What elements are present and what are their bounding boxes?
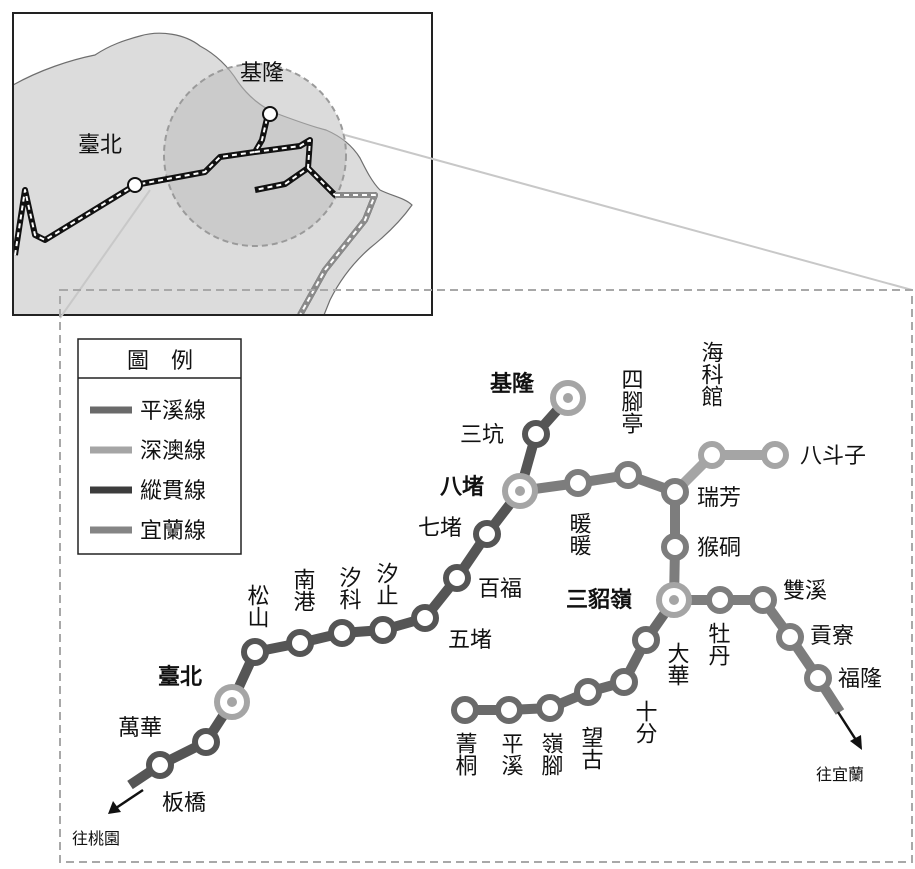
legend-item-pingxi: 平溪線 — [140, 399, 206, 424]
station-nangang — [286, 629, 314, 657]
label-wanhua: 萬華 — [118, 716, 162, 741]
pingxi-line — [465, 597, 679, 715]
label-lingjiao: 嶺腳 — [538, 732, 564, 776]
station-badu — [502, 473, 538, 509]
label-banqiao: 板橋 — [162, 791, 206, 816]
inset-taipei-label: 臺北 — [78, 133, 122, 158]
label-sijiaoting: 四腳亭 — [618, 368, 644, 434]
station-wanggu — [574, 678, 602, 706]
station-shifen — [610, 668, 638, 696]
station-lingjiao — [536, 694, 564, 722]
label-wudu: 五堵 — [448, 628, 492, 653]
station-songshan — [241, 638, 269, 666]
label-qidu: 七堵 — [418, 516, 462, 541]
label-to-yilan: 往宜蘭 — [816, 765, 864, 784]
station-badouzi — [761, 441, 789, 469]
label-keelung: 基隆 — [490, 372, 535, 397]
stations-pingxi — [451, 626, 660, 724]
station-sandiaoling — [656, 582, 692, 618]
label-fulong: 福隆 — [838, 667, 882, 692]
label-pingxi: 平溪 — [498, 732, 524, 776]
station-wanhua — [192, 728, 220, 756]
stations-yilan — [564, 461, 832, 692]
station-dahua — [632, 626, 660, 654]
label-xizhi: 汐止 — [373, 562, 399, 606]
station-haikeguan — [698, 441, 726, 469]
station-fulong — [804, 664, 832, 692]
major-stations — [214, 380, 692, 720]
label-taipei: 臺北 — [158, 665, 202, 690]
label-houtong: 猴硐 — [697, 536, 741, 561]
label-shifen: 十分 — [632, 700, 658, 744]
station-taipei — [214, 684, 250, 720]
station-labels: 基隆 三坑 八堵 七堵 百福 五堵 汐止 汐科 南港 松山 臺北 萬華 板橋 暖… — [72, 341, 882, 848]
station-pingxi — [495, 696, 523, 724]
station-ruifang — [661, 478, 689, 506]
legend-title: 圖 例 — [127, 349, 193, 374]
label-baifu: 百福 — [478, 577, 522, 602]
station-jingtong — [451, 696, 479, 724]
inset-keelung-label: 基隆 — [240, 61, 284, 86]
stations-shenao — [698, 441, 789, 469]
station-houtong — [661, 533, 689, 561]
label-xike: 汐科 — [336, 566, 362, 610]
direction-arrows — [108, 711, 862, 814]
main-map-frame — [59, 289, 913, 863]
stations — [146, 420, 550, 779]
label-nuannuan: 暖暖 — [566, 512, 591, 556]
taipei-city-dot — [127, 177, 143, 193]
label-mudan: 牡丹 — [705, 622, 731, 666]
station-gongliao — [776, 623, 804, 651]
zoom-connectors — [59, 134, 913, 319]
station-xike — [328, 619, 356, 647]
legend-item-shenao: 深澳線 — [140, 439, 206, 464]
label-wanggu: 望古 — [578, 726, 603, 770]
station-shuangxi — [749, 586, 777, 614]
station-keelung — [550, 380, 586, 416]
station-wudu — [411, 604, 439, 632]
station-banqiao — [146, 751, 174, 779]
label-dahua: 大華 — [664, 642, 690, 686]
station-sijiaoting — [614, 461, 642, 489]
label-jingtong: 菁桐 — [452, 732, 478, 776]
station-qidu — [473, 520, 501, 548]
label-sankeng: 三坑 — [460, 423, 504, 448]
label-haikeguan: 海科館 — [698, 341, 724, 407]
legend: 圖 例 平溪線 深澳線 縱貫線 宜蘭線 — [77, 338, 242, 555]
label-nangang: 南港 — [290, 568, 316, 612]
station-sankeng — [522, 420, 550, 448]
station-nuannuan — [564, 469, 592, 497]
inset-map: 臺北 基隆 — [12, 12, 433, 316]
keelung-city-dot — [262, 106, 278, 122]
legend-item-zongguan: 縱貫線 — [140, 479, 206, 504]
label-songshan: 松山 — [244, 584, 270, 628]
legend-item-yilan: 宜蘭線 — [140, 519, 206, 544]
label-sandiaoling: 三貂嶺 — [566, 588, 632, 613]
station-baifu — [443, 564, 471, 592]
label-badouzi: 八斗子 — [800, 444, 866, 469]
station-xizhi — [369, 616, 397, 644]
label-ruifang: 瑞芳 — [697, 486, 741, 511]
label-to-taoyuan: 往桃園 — [72, 829, 120, 848]
label-badu: 八堵 — [440, 474, 484, 500]
label-gongliao: 貢寮 — [810, 624, 854, 649]
label-shuangxi: 雙溪 — [783, 579, 827, 604]
station-mudan — [706, 586, 734, 614]
